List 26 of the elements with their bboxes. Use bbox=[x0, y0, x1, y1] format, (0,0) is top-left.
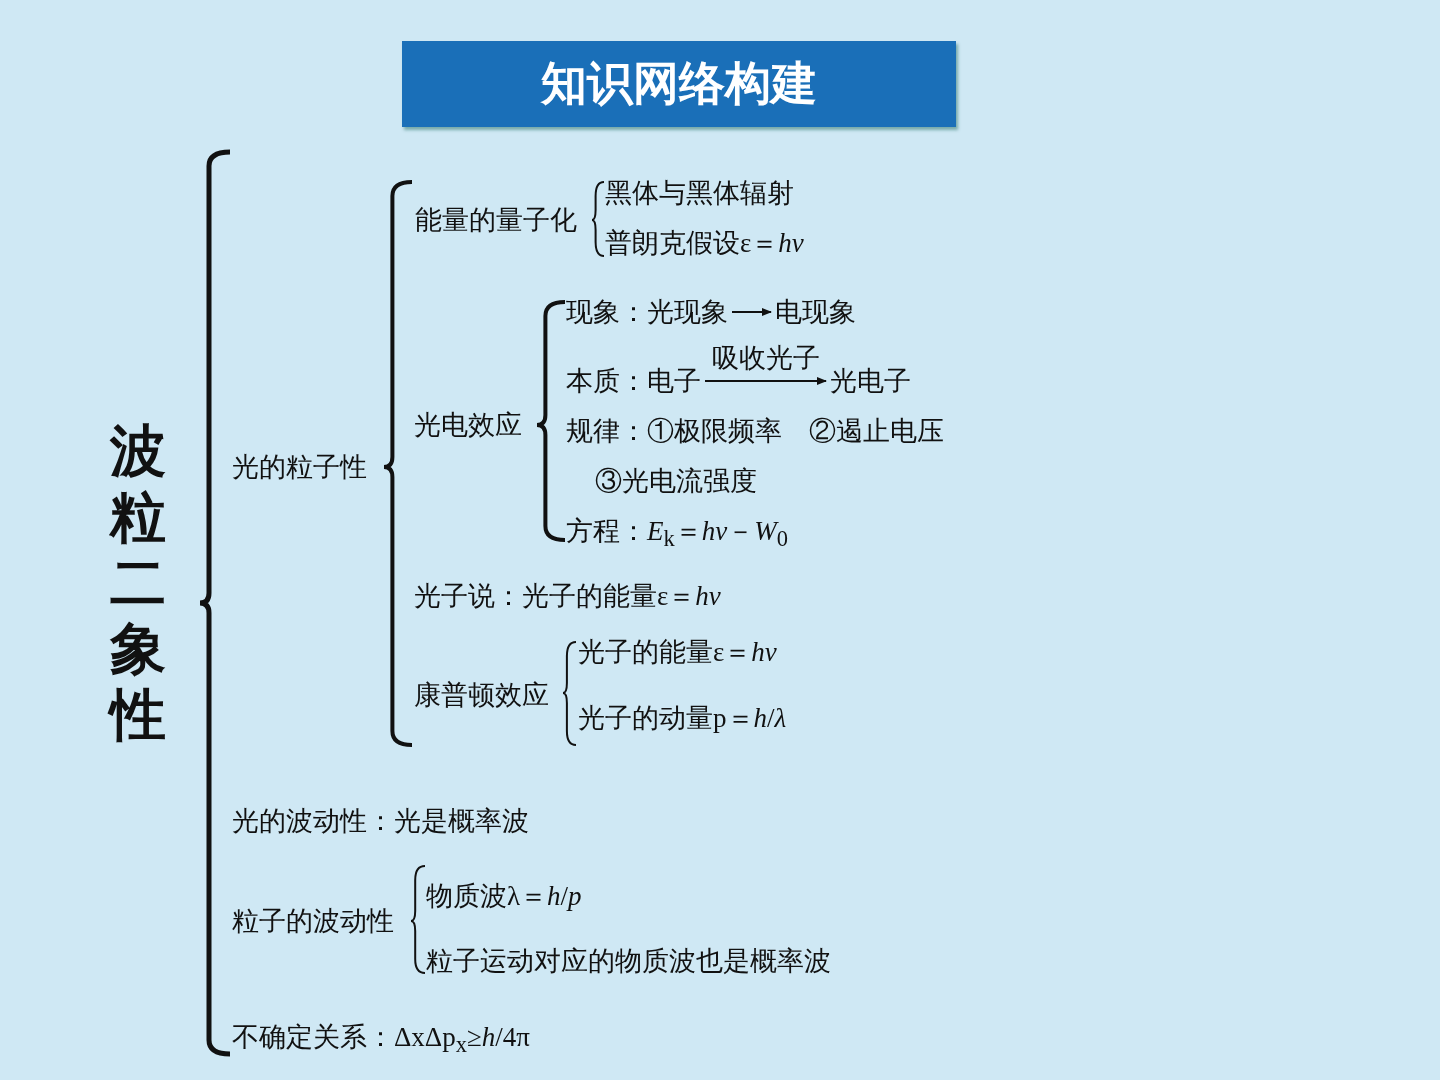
concept-text: 光子的能量ε＝hν bbox=[578, 636, 777, 669]
title-banner: 知识网络构建 bbox=[402, 41, 956, 127]
concept-text: 光子的动量p＝h/λ bbox=[578, 702, 787, 735]
vertical-heading: 波粒二象性 bbox=[108, 418, 168, 748]
concept-text: 康普顿效应 bbox=[414, 679, 549, 712]
concept-text: 光电子 bbox=[830, 364, 911, 398]
concept-text: 电现象 bbox=[775, 295, 856, 329]
edge-label: 吸收光子 bbox=[711, 343, 820, 373]
concept-text: ③光电流强度 bbox=[595, 465, 757, 498]
concept-text: 现象：光现象 bbox=[566, 295, 728, 329]
concept-text: 普朗克假设ε＝hν bbox=[605, 227, 804, 260]
arrow bbox=[731, 308, 772, 316]
concept-text: 物质波λ＝h/p bbox=[426, 880, 582, 913]
concept-text: 光子说：光子的能量ε＝hν bbox=[414, 580, 721, 613]
concept-text: 光的粒子性 bbox=[232, 451, 367, 484]
concept-text: 规律：①极限频率 ②遏止电压 bbox=[566, 415, 944, 448]
concept-text: 粒子运动对应的物质波也是概率波 bbox=[426, 945, 831, 978]
concept-text: 光的波动性：光是概率波 bbox=[232, 805, 529, 838]
concept-text: 光电效应 bbox=[414, 409, 522, 442]
concept-text: 能量的量子化 bbox=[415, 204, 577, 237]
arrow bbox=[704, 377, 827, 385]
concept-text: 本质：电子 bbox=[566, 364, 701, 398]
concept-text: 不确定关系：ΔxΔp$_{x}$≥h/4π bbox=[232, 1021, 530, 1060]
concept-text: 方程：E$_{k}$＝hν－W$_{0}$ bbox=[566, 515, 788, 554]
concept-text: 黑体与黑体辐射 bbox=[605, 177, 794, 210]
concept-text: 粒子的波动性 bbox=[232, 905, 394, 938]
